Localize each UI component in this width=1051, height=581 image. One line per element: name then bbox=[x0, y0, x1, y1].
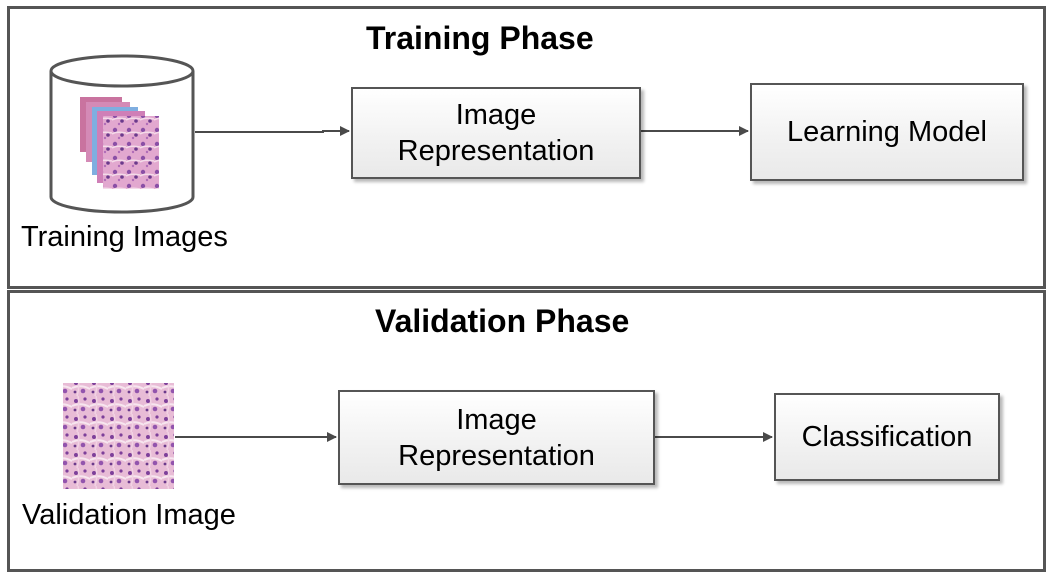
training-phase-title: Training Phase bbox=[366, 20, 594, 56]
training-representation-line1: Image bbox=[455, 99, 537, 131]
validation-image-label: Validation Image bbox=[22, 499, 236, 531]
training-representation-line2: Representation bbox=[397, 135, 595, 167]
validation-histology-image bbox=[63, 383, 174, 489]
validation-phase-title: Validation Phase bbox=[375, 303, 630, 339]
validation-representation-line2: Representation bbox=[398, 439, 595, 472]
classification-box: Classification bbox=[774, 393, 1000, 481]
learning-model-label: Learning Model bbox=[787, 116, 987, 148]
training-images-label: Training Images bbox=[21, 221, 228, 253]
validation-image-representation-box: Image Representation bbox=[338, 390, 655, 485]
validation-representation-line1: Image bbox=[456, 403, 537, 436]
arrow-training-images-to-representation bbox=[195, 126, 350, 136]
classification-label: Classification bbox=[801, 421, 973, 453]
training-image-representation-box: Image Representation bbox=[351, 87, 641, 179]
learning-model-box: Learning Model bbox=[750, 83, 1024, 181]
cylinder-database-icon bbox=[49, 54, 195, 214]
histology-slides-stack-icon bbox=[80, 97, 159, 189]
